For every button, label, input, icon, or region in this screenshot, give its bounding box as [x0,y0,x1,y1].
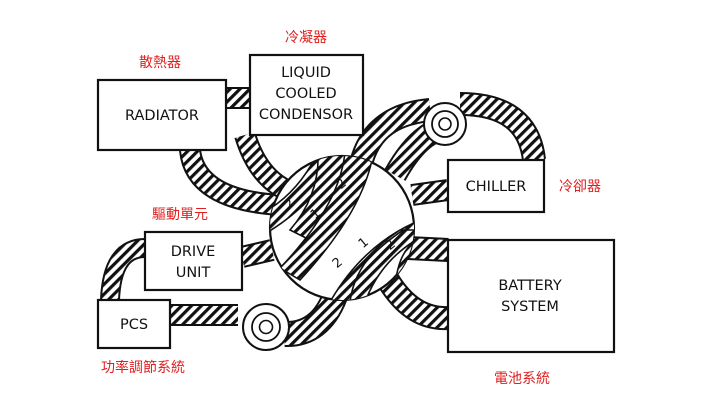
condenser-label-line2: COOLED [275,86,336,102]
pcs-label: PCS [120,317,148,333]
battery-system-cn-label: 電池系統 [494,371,550,387]
hose-valve-battery-lower [374,268,449,331]
battery-system-label-line2: SYSTEM [501,299,559,315]
drive-unit-label-line1: DRIVE [171,244,216,260]
hose-valve-battery-upper [407,236,449,262]
radiator-cn-label: 散熱器 [139,55,181,71]
condenser-cn-label: 冷凝器 [285,30,327,46]
condenser-box: LIQUID COOLED CONDENSOR [248,53,365,137]
drive-unit-box: DRIVE UNIT [143,230,244,292]
hose-radiator-valve [179,148,281,216]
hose-chiller-valve [410,179,450,206]
battery-system-box: BATTERY SYSTEM [446,238,616,354]
lower-pump [242,303,290,351]
pcs-box: PCS [96,298,172,350]
hose-pump-chiller [459,92,546,162]
hose-valve-pump-top [350,98,432,164]
chinese-annotations: 散熱器 冷凝器 冷卻器 驅動單元 功率調節系統 電池系統 [101,30,601,387]
radiator-box: RADIATOR [96,78,228,152]
battery-system-label-line1: BATTERY [498,278,562,294]
condenser-label-line1: LIQUID [281,65,331,81]
radiator-label: RADIATOR [125,108,199,124]
pcs-cn-label: 功率調節系統 [101,359,185,376]
condenser-label-line3: CONDENSOR [259,107,353,123]
drive-unit-cn-label: 驅動單元 [152,207,208,223]
hose-drive-valve [239,239,275,268]
coolant-hoses [100,87,546,347]
chiller-box: CHILLER [446,158,546,214]
drive-unit-label-line2: UNIT [176,265,211,281]
upper-pump [423,102,467,146]
coolant-valve: 2 1 2 2 1 2 [268,154,416,302]
chiller-label: CHILLER [466,179,527,195]
chiller-cn-label: 冷卻器 [559,179,601,195]
hose-drive-pcs [100,238,146,301]
hose-valve-lower-pump [284,290,348,347]
